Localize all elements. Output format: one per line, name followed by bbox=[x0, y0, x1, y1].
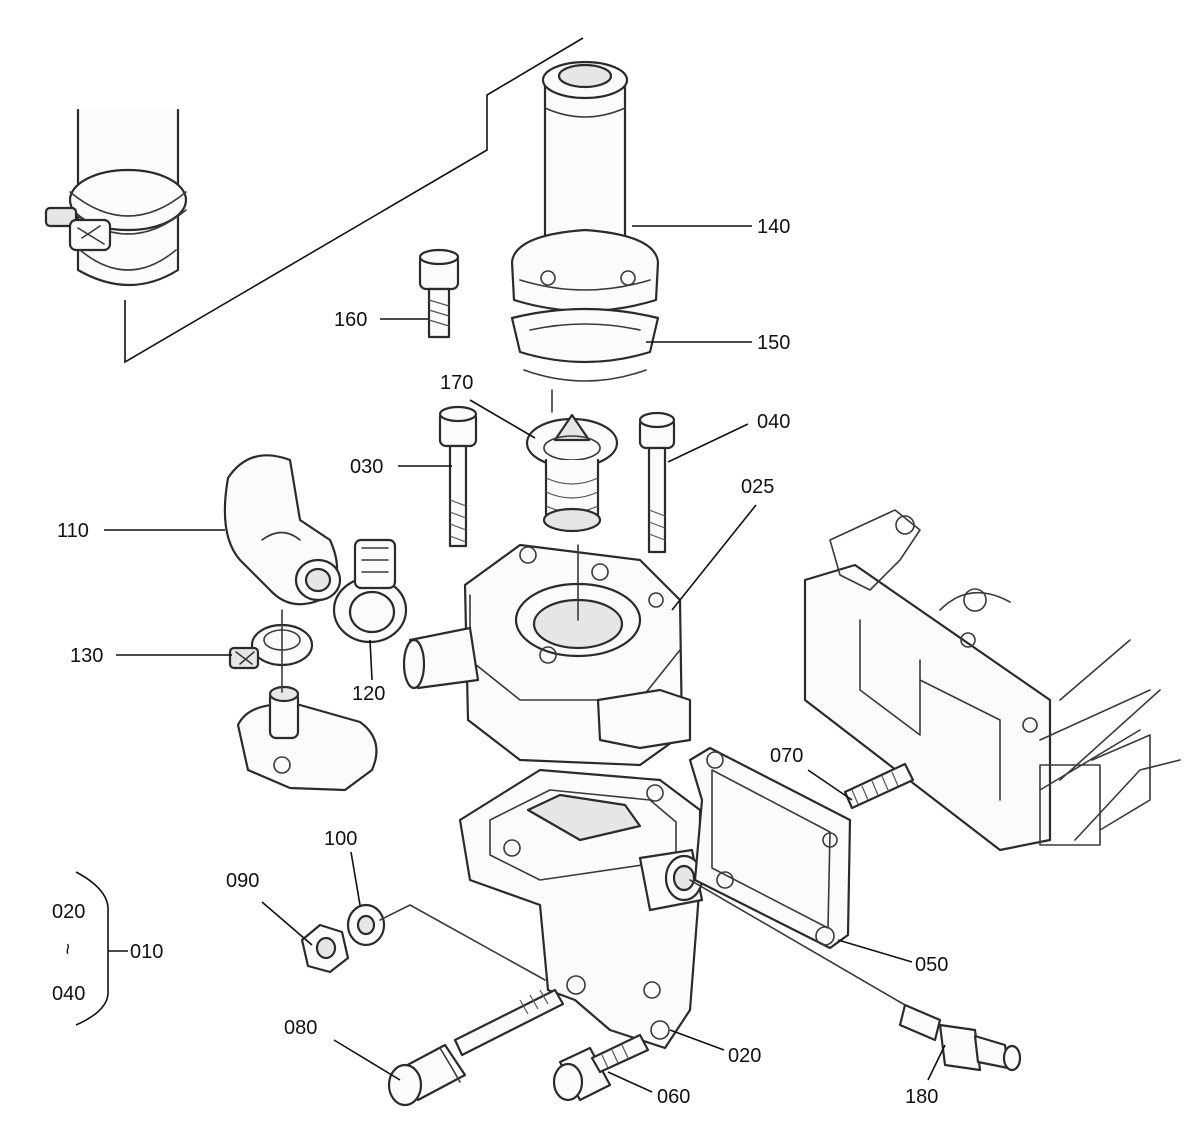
washer-100 bbox=[346, 903, 386, 947]
callout-050: 050 bbox=[915, 954, 948, 976]
stud-070 bbox=[843, 762, 915, 810]
callout-100: 100 bbox=[324, 828, 357, 850]
bolt-060 bbox=[552, 1033, 650, 1102]
clamp-130 bbox=[228, 623, 314, 670]
callout-170: 170 bbox=[440, 372, 473, 394]
hose-clamp-inset bbox=[44, 108, 188, 286]
callout-140: 140 bbox=[757, 216, 790, 238]
water-flange-020 bbox=[458, 768, 704, 1050]
callout-030: 030 bbox=[350, 456, 383, 478]
range-start: 020 bbox=[52, 901, 85, 923]
bolt-160 bbox=[418, 248, 460, 339]
callout-120: 120 bbox=[352, 683, 385, 705]
hose-110 bbox=[223, 454, 342, 606]
callout-180: 180 bbox=[905, 1086, 938, 1108]
range-tilde: ~ bbox=[56, 943, 78, 955]
callout-090: 090 bbox=[226, 870, 259, 892]
outlet-flange-bracket bbox=[236, 685, 378, 792]
callout-160: 160 bbox=[334, 309, 367, 331]
inset-link-line bbox=[124, 37, 584, 364]
callout-110: 110 bbox=[57, 520, 89, 542]
bolt-040 bbox=[638, 411, 676, 554]
range-end: 040 bbox=[52, 983, 85, 1005]
callout-040: 040 bbox=[757, 411, 790, 433]
range-group-bracket: 020 ~ 040 010 bbox=[52, 871, 163, 1026]
clamp-120 bbox=[332, 538, 408, 644]
thermostat-housing-025 bbox=[402, 543, 692, 767]
range-group-010: 010 bbox=[130, 941, 163, 963]
bolt-030 bbox=[438, 405, 478, 548]
gasket-150 bbox=[510, 307, 660, 382]
engine-block-outline bbox=[803, 509, 1181, 852]
callout-020: 020 bbox=[728, 1045, 761, 1067]
sensor-plug-080 bbox=[387, 988, 565, 1107]
temp-sensor-180 bbox=[689, 879, 1022, 1072]
thermostat-170 bbox=[525, 413, 619, 533]
nut-090 bbox=[300, 923, 350, 974]
callout-130: 130 bbox=[70, 645, 103, 667]
callout-080: 080 bbox=[284, 1017, 317, 1039]
bracket-050 bbox=[688, 746, 852, 950]
callout-025: 025 bbox=[741, 476, 774, 498]
callout-150: 150 bbox=[757, 332, 790, 354]
callout-070: 070 bbox=[770, 745, 803, 767]
callout-060: 060 bbox=[657, 1086, 690, 1108]
stud-axis-line bbox=[379, 904, 546, 981]
leader-lines bbox=[104, 225, 946, 1093]
water-outlet-pipe-140 bbox=[510, 60, 660, 313]
